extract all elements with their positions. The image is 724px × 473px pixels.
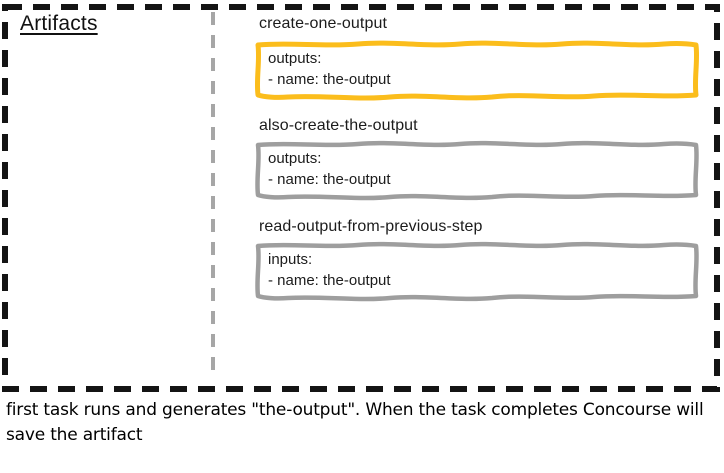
sketchy-border-yellow	[254, 40, 700, 101]
sketchy-border-gray	[255, 140, 699, 201]
task-box-also-create-the-output: outputs: - name: the-output	[254, 139, 700, 201]
task-title-create-one-output: create-one-output	[259, 15, 388, 32]
task-title-also-create-the-output: also-create-the-output	[259, 117, 418, 134]
config-line-name: - name: the-output	[268, 171, 391, 188]
config-line-name: - name: the-output	[268, 272, 391, 289]
config-line-name: - name: the-output	[268, 71, 391, 88]
diagram-caption: first task runs and generates "the-outpu…	[6, 400, 704, 445]
task-title-read-output-from-previous-step: read-output-from-previous-step	[259, 218, 483, 235]
config-line-outputs: outputs:	[268, 50, 322, 67]
sketchy-border-gray	[255, 241, 699, 302]
task-config-text: inputs: - name: the-output	[268, 249, 391, 291]
task-box-create-one-output: outputs: - name: the-output	[254, 39, 700, 101]
task-config-text: outputs: - name: the-output	[268, 148, 391, 190]
task-box-read-output-from-previous-step: inputs: - name: the-output	[254, 240, 700, 302]
config-line-outputs: outputs:	[268, 150, 322, 167]
task-config-text: outputs: - name: the-output	[268, 48, 391, 90]
artifacts-panel-title: Artifacts	[20, 12, 98, 35]
config-line-inputs: inputs:	[268, 251, 313, 268]
